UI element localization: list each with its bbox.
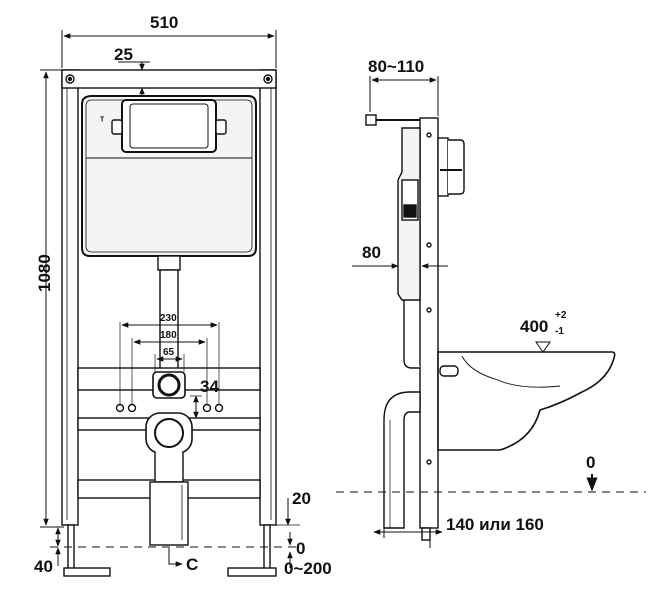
stud-hole-3 (202, 403, 212, 413)
label-65: 65 (163, 347, 175, 358)
label-80: 80 (362, 243, 381, 262)
svg-text:ᵀ: ᵀ (100, 116, 105, 127)
stud-hole-1 (115, 403, 125, 413)
label-20: 20 (292, 489, 311, 508)
side-frame-profile (419, 117, 439, 529)
label-zero-side: 0 (586, 453, 595, 472)
label-510: 510 (150, 13, 178, 32)
frame-top-bar (61, 69, 277, 89)
mounting-hole-left (65, 74, 75, 84)
side-dimensions (336, 76, 646, 548)
label-c: C (186, 555, 198, 574)
label-zero-front: 0 (296, 539, 305, 558)
label-34: 34 (200, 377, 219, 396)
side-labels: 80~110 80 400 +2 -1 0 140 или 160 (362, 57, 595, 534)
side-toilet-bowl (437, 351, 616, 451)
flush-pipe (157, 255, 181, 271)
frame-right-post (259, 69, 277, 526)
stud-hole-4 (214, 403, 224, 413)
front-view: ᵀ (61, 69, 277, 577)
flush-plate-opening (121, 99, 217, 153)
front-dimensions (40, 30, 300, 568)
label-400: 400 (520, 317, 548, 336)
label-80-110: 80~110 (368, 57, 424, 76)
side-flush-plate (437, 137, 449, 197)
label-tol-minus: -1 (555, 326, 564, 337)
side-view (365, 114, 616, 541)
label-0-200: 0~200 (284, 559, 332, 578)
stud-hole-2 (127, 403, 137, 413)
label-tol-plus: +2 (555, 310, 567, 321)
label-1080: 1080 (35, 254, 54, 292)
label-230: 230 (160, 313, 177, 324)
label-140-160: 140 или 160 (446, 515, 544, 534)
label-180: 180 (160, 330, 177, 341)
front-labels: 510 25 1080 230 180 65 34 20 40 0 0~200 … (34, 13, 332, 578)
mounting-hole-right (263, 74, 273, 84)
frame-left-post (61, 69, 79, 526)
label-40: 40 (34, 557, 53, 576)
label-25: 25 (114, 45, 133, 64)
side-drain-elbow (383, 391, 421, 529)
